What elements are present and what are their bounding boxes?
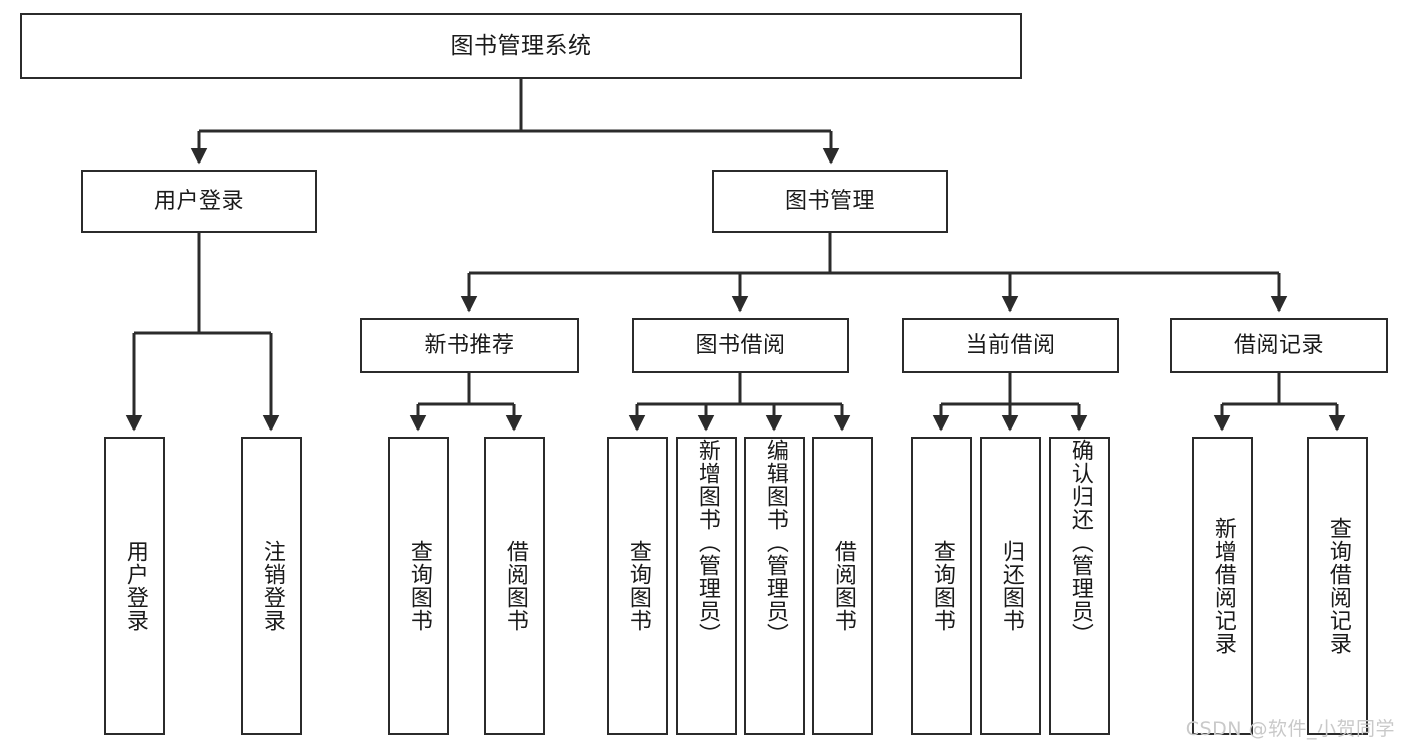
csdn-watermark: CSDN @软件_小贺同学 <box>1185 718 1395 740</box>
node-leaf-borrow-book-1-label: 借阅图书 <box>502 540 528 632</box>
node-root-label: 图书管理系统 <box>450 32 592 59</box>
node-book-borrow[interactable]: 图书借阅 <box>632 318 849 373</box>
node-leaf-query-book-2[interactable]: 查询图书 <box>607 437 668 735</box>
node-leaf-user-login[interactable]: 用户登录 <box>104 437 165 735</box>
node-root[interactable]: 图书管理系统 <box>20 13 1022 79</box>
node-leaf-confirm-return[interactable]: 确认归还（管理员） <box>1049 437 1110 735</box>
node-book-manage[interactable]: 图书管理 <box>712 170 948 233</box>
node-leaf-add-book-label: 新增图书（管理员） <box>694 439 720 646</box>
node-leaf-return-book[interactable]: 归还图书 <box>980 437 1041 735</box>
node-leaf-query-book-3-label: 查询图书 <box>929 540 955 632</box>
node-new-book-recommend-label: 新书推荐 <box>424 332 515 358</box>
node-leaf-user-login-label: 用户登录 <box>122 540 148 632</box>
node-leaf-logout-login[interactable]: 注销登录 <box>241 437 302 735</box>
node-leaf-add-record-label: 新增借阅记录 <box>1210 517 1236 655</box>
node-leaf-borrow-book-1[interactable]: 借阅图书 <box>484 437 545 735</box>
node-leaf-query-book-3[interactable]: 查询图书 <box>911 437 972 735</box>
node-leaf-borrow-book-2-label: 借阅图书 <box>830 540 856 632</box>
node-leaf-logout-login-label: 注销登录 <box>259 540 285 632</box>
node-user-login[interactable]: 用户登录 <box>81 170 317 233</box>
node-new-book-recommend[interactable]: 新书推荐 <box>360 318 579 373</box>
node-leaf-add-book[interactable]: 新增图书（管理员） <box>676 437 737 735</box>
node-leaf-add-record[interactable]: 新增借阅记录 <box>1192 437 1253 735</box>
node-user-login-label: 用户登录 <box>153 188 244 214</box>
node-leaf-query-record[interactable]: 查询借阅记录 <box>1307 437 1368 735</box>
node-book-manage-label: 图书管理 <box>784 188 875 214</box>
node-leaf-query-record-label: 查询借阅记录 <box>1325 517 1351 655</box>
node-leaf-query-book-1[interactable]: 查询图书 <box>388 437 449 735</box>
node-leaf-edit-book-label: 编辑图书（管理员） <box>762 439 788 646</box>
node-borrow-record[interactable]: 借阅记录 <box>1170 318 1388 373</box>
node-book-borrow-label: 图书借阅 <box>695 332 786 358</box>
node-current-borrow[interactable]: 当前借阅 <box>902 318 1119 373</box>
node-leaf-borrow-book-2[interactable]: 借阅图书 <box>812 437 873 735</box>
node-leaf-query-book-1-label: 查询图书 <box>406 540 432 632</box>
node-current-borrow-label: 当前借阅 <box>965 332 1056 358</box>
node-leaf-return-book-label: 归还图书 <box>998 540 1024 632</box>
node-leaf-edit-book[interactable]: 编辑图书（管理员） <box>744 437 805 735</box>
node-leaf-confirm-return-label: 确认归还（管理员） <box>1067 439 1093 646</box>
node-borrow-record-label: 借阅记录 <box>1233 332 1324 358</box>
node-leaf-query-book-2-label: 查询图书 <box>625 540 651 632</box>
